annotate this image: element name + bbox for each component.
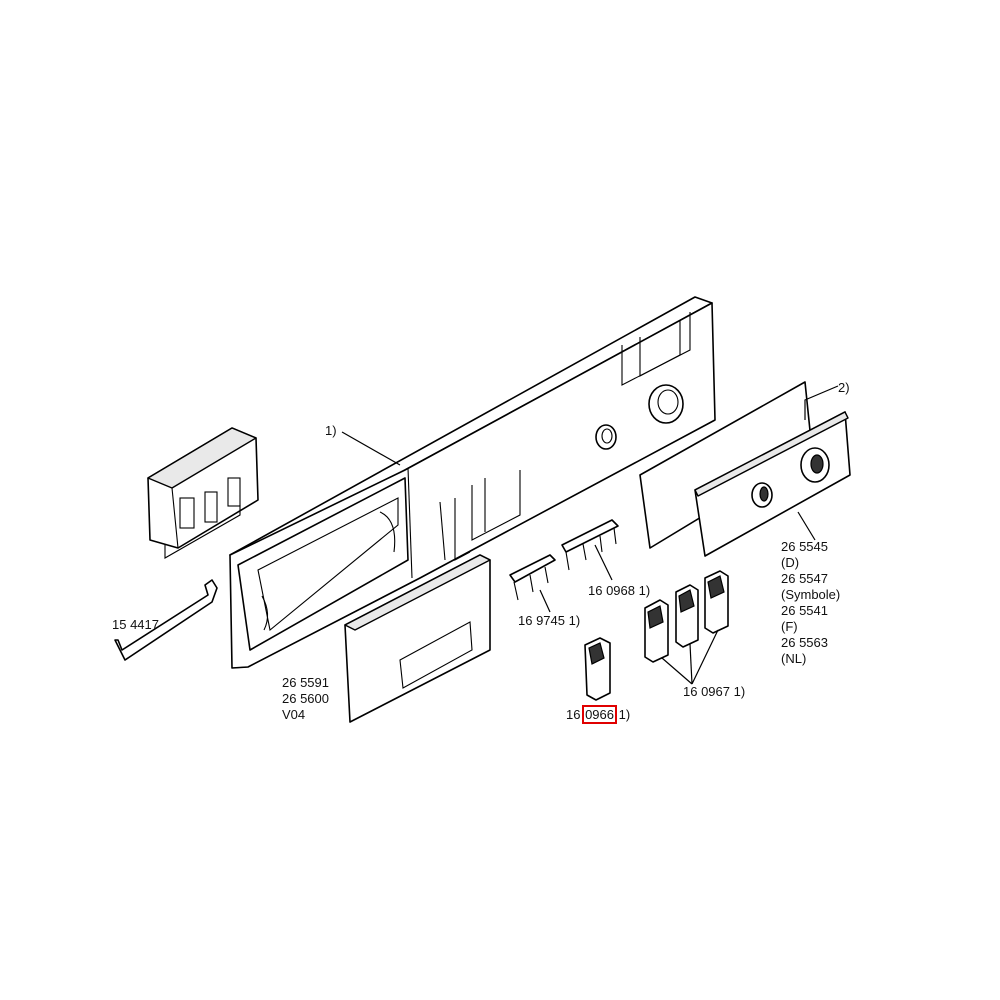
- label-single-button: 16 0966 1): [566, 705, 631, 724]
- clip-right: [561, 519, 619, 571]
- control-panel-housing: [229, 296, 716, 669]
- single-button-prefix: 16: [566, 707, 585, 722]
- callout-1: 1): [325, 423, 337, 438]
- fascia-line-2: 26 5600: [282, 691, 329, 706]
- label-handle-part-number: 15 4417: [112, 617, 159, 632]
- panel-line-8: (NL): [781, 651, 807, 666]
- button-3: [704, 570, 729, 634]
- label-buttons: 16 0967 1): [683, 684, 746, 699]
- panel-line-4: (Symbole): [781, 587, 841, 602]
- clip-left: [509, 554, 556, 601]
- callout-2: 2): [838, 380, 850, 395]
- fascia-line-1: 26 5591: [282, 675, 329, 690]
- handle-rod: [114, 579, 218, 661]
- drawer-front: [344, 554, 491, 723]
- panel-line-7: 26 5563: [781, 635, 828, 650]
- label-clip-right: 16 0968 1): [588, 583, 651, 598]
- label-fascia-part-numbers: 26 5591 26 5600 V04: [282, 675, 329, 723]
- front-plate: [694, 411, 851, 557]
- panel-line-1: 26 5545: [781, 539, 828, 554]
- panel-line-5: 26 5541: [781, 603, 828, 618]
- button-2: [675, 584, 699, 648]
- highlighted-part-number[interactable]: 0966: [582, 705, 617, 724]
- fascia-line-3: V04: [282, 707, 306, 722]
- label-clip-left: 16 9745 1): [518, 613, 581, 628]
- panel-line-6: (F): [781, 619, 798, 634]
- single-button: [584, 637, 611, 701]
- rear-bracket: [147, 427, 259, 559]
- button-1: [644, 599, 669, 663]
- panel-line-2: (D): [781, 555, 800, 570]
- panel-line-3: 26 5547: [781, 571, 828, 586]
- label-panel-part-numbers: 26 5545 (D) 26 5547 (Symbole) 26 5541 (F…: [781, 539, 840, 667]
- single-button-suffix: 1): [615, 707, 631, 722]
- leader-lines: [341, 385, 839, 685]
